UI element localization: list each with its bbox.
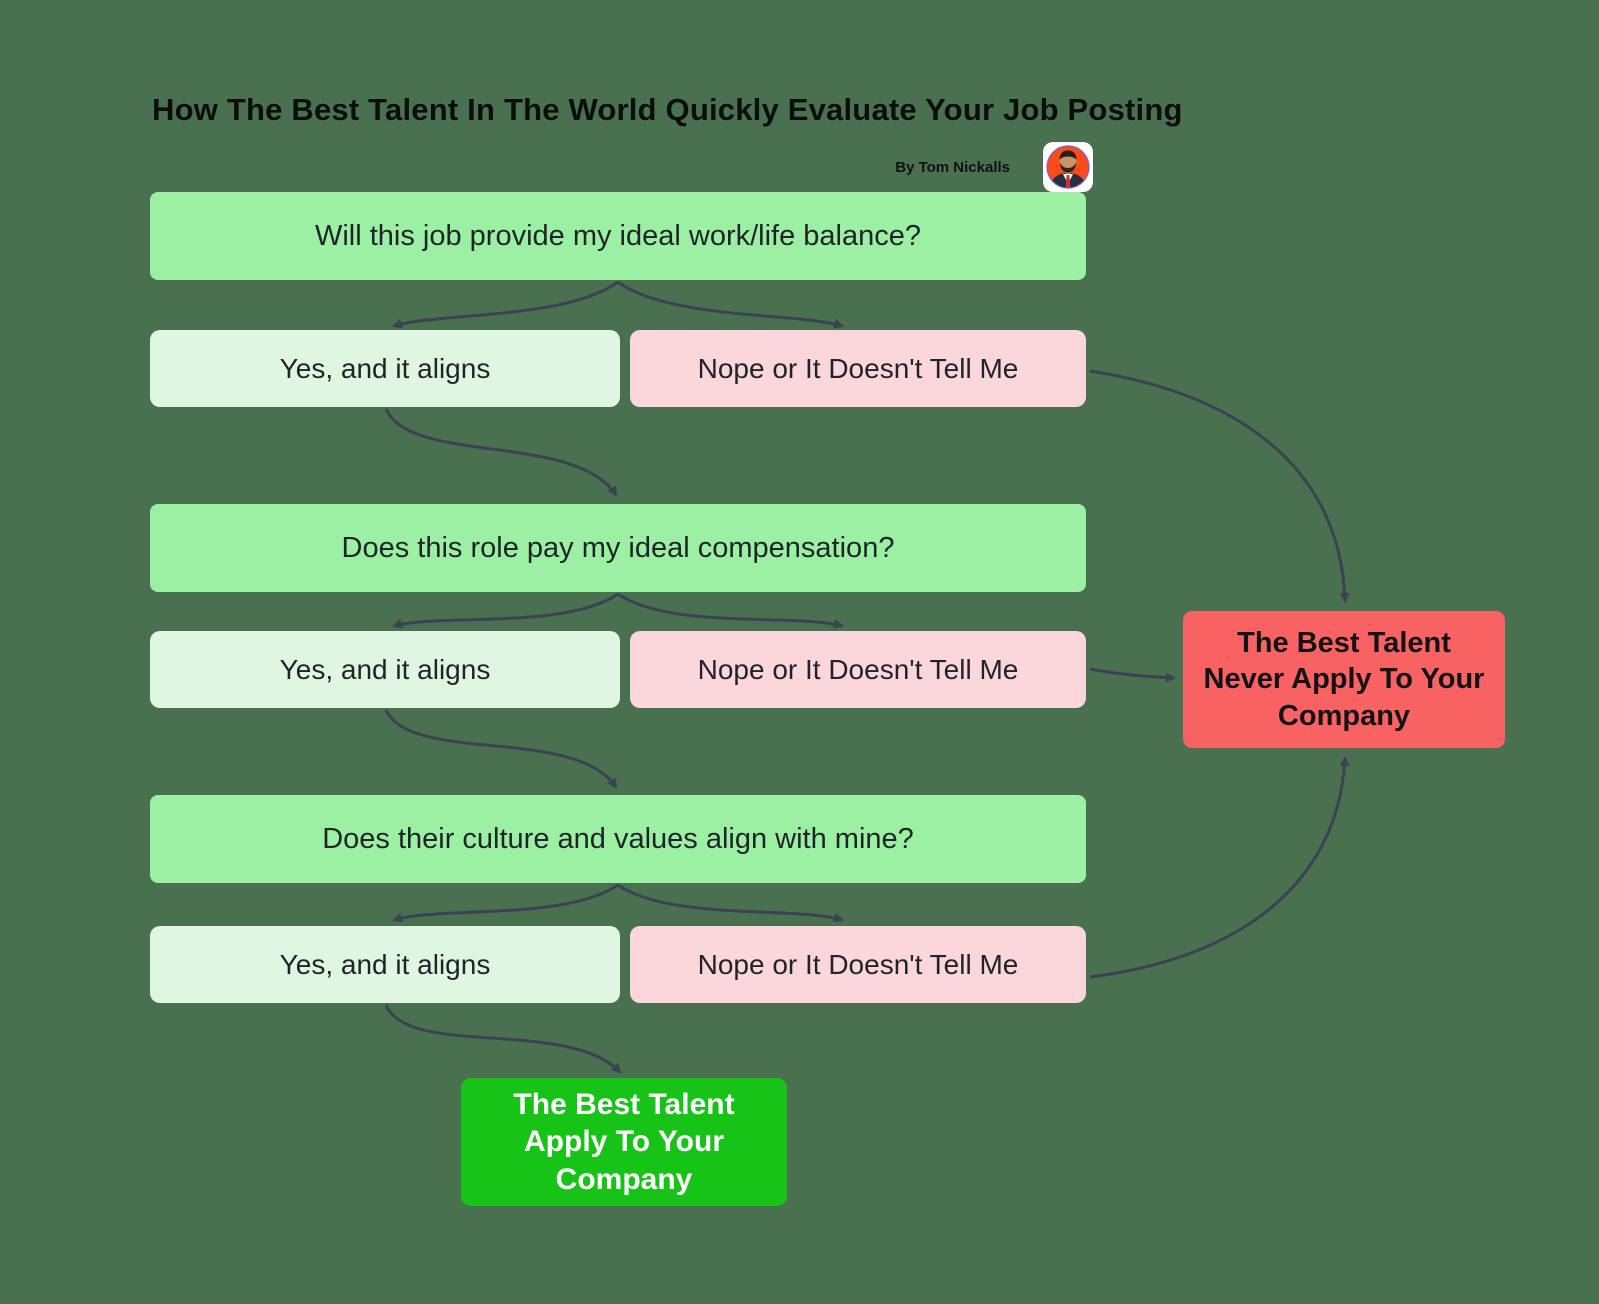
yes-box-2: Yes, and it aligns bbox=[150, 631, 620, 708]
author-avatar bbox=[1043, 142, 1093, 192]
yes-box-3: Yes, and it aligns bbox=[150, 926, 620, 1003]
no-box-3: Nope or It Doesn't Tell Me bbox=[630, 926, 1086, 1003]
question-box-culture: Does their culture and values align with… bbox=[150, 795, 1086, 883]
arrow-no2-to-fail bbox=[1089, 667, 1176, 683]
arrow-q1-to-no1 bbox=[617, 280, 844, 329]
question-box-worklife: Will this job provide my ideal work/life… bbox=[150, 192, 1086, 280]
tom-nickalls-portrait-icon bbox=[1046, 145, 1090, 189]
arrow-q2-to-yes2 bbox=[392, 592, 619, 629]
arrow-no3-to-fail bbox=[1089, 756, 1350, 979]
author-byline: By Tom Nickalls bbox=[895, 159, 1010, 176]
fail-terminal-box: The Best Talent Never Apply To Your Comp… bbox=[1183, 611, 1505, 748]
arrow-yes2-to-q3 bbox=[384, 709, 618, 789]
arrow-yes1-to-q2 bbox=[384, 408, 618, 497]
arrow-q3-to-no3 bbox=[617, 883, 844, 923]
success-terminal-box: The Best Talent Apply To Your Company bbox=[461, 1078, 787, 1206]
page-title: How The Best Talent In The World Quickly… bbox=[152, 92, 1183, 127]
yes-box-1: Yes, and it aligns bbox=[150, 330, 620, 407]
arrow-yes3-to-success bbox=[384, 1004, 622, 1074]
question-box-compensation: Does this role pay my ideal compensation… bbox=[150, 504, 1086, 592]
arrow-q2-to-no2 bbox=[617, 592, 844, 629]
arrow-no1-to-fail bbox=[1089, 369, 1350, 603]
arrow-q1-to-yes1 bbox=[392, 280, 619, 329]
no-box-2: Nope or It Doesn't Tell Me bbox=[630, 631, 1086, 708]
no-box-1: Nope or It Doesn't Tell Me bbox=[630, 330, 1086, 407]
arrow-q3-to-yes3 bbox=[392, 883, 619, 923]
